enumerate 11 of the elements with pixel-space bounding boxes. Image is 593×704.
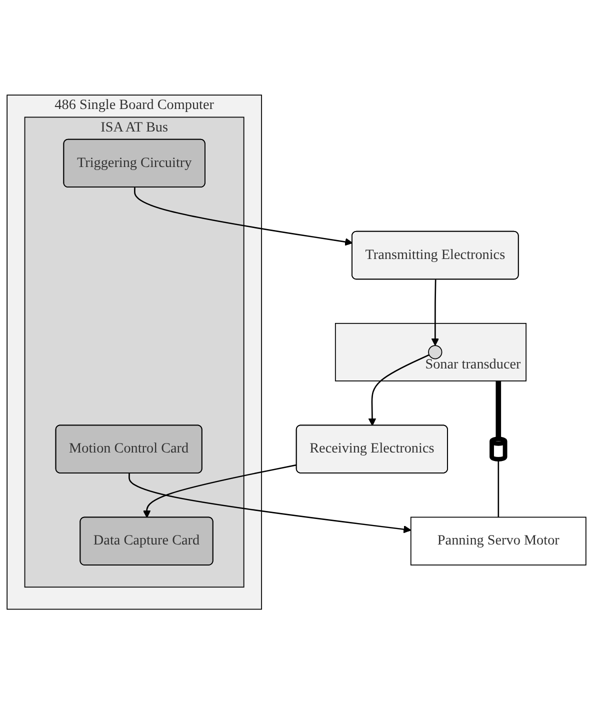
node-cylinder bbox=[490, 436, 508, 462]
cluster: Sonar transducer bbox=[334, 322, 526, 382]
arrow bbox=[368, 354, 430, 426]
arrow bbox=[128, 473, 412, 534]
node-circle bbox=[428, 344, 442, 360]
arrow bbox=[431, 279, 440, 346]
arrow bbox=[142, 464, 297, 518]
connector bbox=[496, 380, 502, 439]
connector bbox=[498, 459, 500, 518]
arrow bbox=[134, 187, 353, 246]
node-box: Panning Servo Motor bbox=[410, 516, 586, 566]
